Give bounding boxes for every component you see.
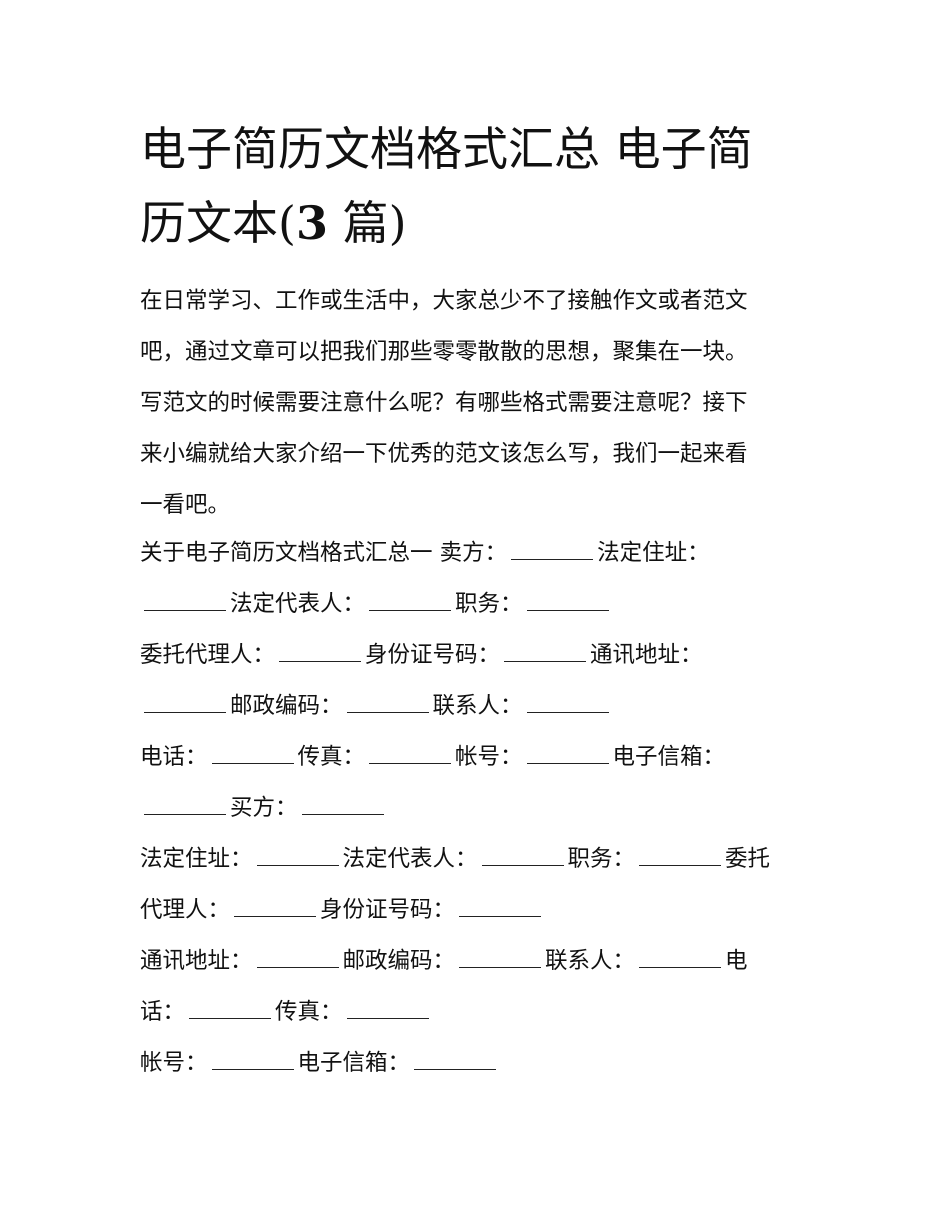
title-line-1: 电子简历文档格式汇总 电子简 — [140, 122, 753, 176]
form-label: 电子信箱： — [612, 744, 726, 770]
form-label: 代理人： — [140, 897, 231, 923]
blank-field — [414, 1051, 497, 1070]
blank-field — [526, 592, 609, 611]
blank-field — [504, 643, 587, 662]
blank-field — [279, 643, 362, 662]
form-label: 身份证号码： — [365, 642, 501, 668]
blank-field — [211, 1051, 294, 1070]
form-label: 委托代理人： — [140, 642, 276, 668]
form-label: 买方： — [230, 795, 298, 821]
form-line: 委托代理人： 身份证号码： 通讯地址： — [140, 630, 820, 681]
form-label: 法定代表人： — [230, 591, 366, 617]
form-label: 法定住址： — [140, 846, 253, 872]
intro-paragraph: 在日常学习、工作或生活中，大家总少不了接触作文或者范文 吧，通过文章可以把我们那… — [140, 276, 820, 531]
blank-field — [211, 745, 294, 764]
form-label: 传真： — [297, 744, 366, 770]
blank-field — [369, 592, 452, 611]
form-label: 委托 — [725, 846, 771, 872]
form-label: 通讯地址： — [590, 642, 703, 668]
form-label: 帐号： — [140, 1050, 208, 1076]
form-line: 话： 传真： — [140, 987, 820, 1038]
intro-line: 吧，通过文章可以把我们那些零零散散的思想，聚集在一块。 — [140, 339, 748, 365]
form-line: 帐号： 电子信箱： — [140, 1038, 820, 1089]
blank-field — [526, 694, 609, 713]
blank-field — [234, 898, 317, 917]
form-label: 身份证号码： — [320, 897, 456, 923]
document-title: 电子简历文档格式汇总 电子简 历文本(3 篇) — [140, 112, 820, 260]
blank-field — [639, 949, 722, 968]
intro-line: 来小编就给大家介绍一下优秀的范文该怎么写，我们一起来看 — [140, 441, 748, 467]
title-line-2-number: 3 — [295, 196, 328, 250]
intro-line: 在日常学习、工作或生活中，大家总少不了接触作文或者范文 — [140, 288, 748, 314]
blank-field — [369, 745, 452, 764]
blank-field — [481, 847, 564, 866]
form-label: 电话： — [140, 744, 208, 770]
blank-field — [346, 1000, 429, 1019]
blank-field — [144, 796, 226, 815]
title-line-2-pre: 历文本( — [140, 196, 296, 250]
form-line: 关于电子简历文档格式汇总一 卖方： 法定住址： — [140, 528, 820, 579]
form-label: 法定代表人： — [342, 846, 478, 872]
form-line: 电话： 传真： 帐号： 电子信箱： — [140, 732, 820, 783]
blank-field — [256, 949, 339, 968]
blank-field — [511, 541, 594, 560]
form-line: 法定代表人： 职务： — [140, 579, 820, 630]
contract-form-block: 关于电子简历文档格式汇总一 卖方：法定住址：法定代表人：职务：委托代理人：身份证… — [140, 528, 820, 1089]
blank-field — [526, 745, 609, 764]
form-line: 通讯地址： 邮政编码： 联系人： 电 — [140, 936, 820, 987]
intro-line: 写范文的时候需要注意什么呢？有哪些格式需要注意呢？接下 — [140, 390, 748, 416]
form-label: 话： — [140, 999, 186, 1025]
form-label: 传真： — [275, 999, 343, 1025]
blank-field — [189, 1000, 272, 1019]
blank-field — [459, 898, 542, 917]
intro-line: 一看吧。 — [140, 492, 231, 518]
blank-field — [256, 847, 339, 866]
form-label: 联系人： — [545, 948, 636, 974]
form-label: 职务： — [455, 591, 523, 617]
form-line: 代理人： 身份证号码： — [140, 885, 820, 936]
form-label: 联系人： — [432, 693, 523, 719]
form-label: 邮政编码： — [342, 948, 456, 974]
blank-field — [144, 694, 226, 713]
form-line: 买方： — [140, 783, 820, 834]
form-label: 电 — [725, 948, 748, 974]
blank-field — [346, 694, 429, 713]
form-label: 职务： — [567, 846, 636, 872]
form-line: 邮政编码： 联系人： — [140, 681, 820, 732]
blank-field — [459, 949, 542, 968]
blank-field — [639, 847, 722, 866]
form-line: 法定住址： 法定代表人： 职务： 委托 — [140, 834, 820, 885]
form-label: 通讯地址： — [140, 948, 253, 974]
form-label: 法定住址： — [597, 540, 710, 566]
form-label: 电子信箱： — [297, 1050, 411, 1076]
form-label: 邮政编码： — [230, 693, 343, 719]
form-label: 关于电子简历文档格式汇总一 卖方： — [140, 540, 508, 566]
title-line-2-post: 篇) — [327, 196, 407, 250]
form-label: 帐号： — [455, 744, 523, 770]
blank-field — [144, 592, 226, 611]
blank-field — [301, 796, 384, 815]
